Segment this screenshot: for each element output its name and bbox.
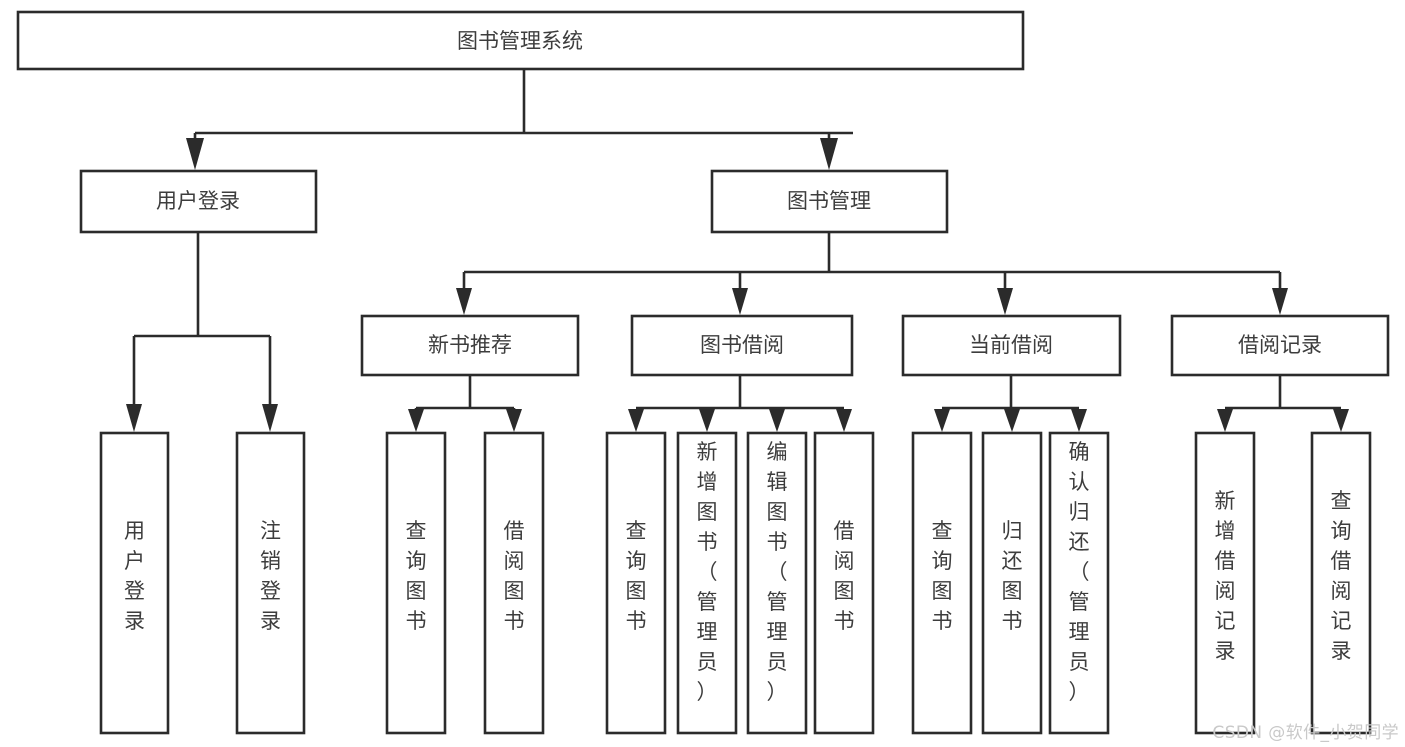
node-leaf-query-book-3-box[interactable] xyxy=(911,431,973,735)
node-leaf-borrow-book-1-box[interactable] xyxy=(483,431,545,735)
node-leaf-add-book[interactable]: 新增图书（管理员） xyxy=(676,431,738,735)
connector-group-user-login xyxy=(126,232,278,432)
node-leaf-user-login-label: 用户登录 xyxy=(124,519,145,633)
arrow-head-icon xyxy=(732,288,748,315)
node-user-login-label: 用户登录 xyxy=(156,189,240,213)
arrow-head-icon xyxy=(1071,409,1087,432)
node-leaf-add-book-box[interactable] xyxy=(676,431,738,735)
node-leaf-query-record-label: 查询借阅记录 xyxy=(1331,489,1352,663)
node-leaf-query-book-2-box[interactable] xyxy=(605,431,667,735)
node-leaf-borrow-book-2-box[interactable] xyxy=(813,431,875,735)
node-leaf-query-book-2-label: 查询图书 xyxy=(626,519,647,633)
node-leaf-confirm-return-label: 确认归还（管理员） xyxy=(1069,440,1090,704)
node-leaf-edit-book-box[interactable] xyxy=(746,431,808,735)
node-leaf-user-login[interactable]: 用户登录 xyxy=(99,431,170,735)
node-new-book-recommend-box[interactable] xyxy=(360,314,580,377)
arrow-head-icon xyxy=(699,409,715,432)
arrow-head-icon xyxy=(769,409,785,432)
node-leaf-borrow-book-1-label: 借阅图书 xyxy=(504,519,525,633)
node-leaf-add-book-label: 新增图书（管理员） xyxy=(697,440,718,704)
arrow-head-icon xyxy=(408,409,424,432)
arrow-head-icon xyxy=(820,138,838,170)
node-leaf-borrow-book-1[interactable]: 借阅图书 xyxy=(483,431,545,735)
node-leaf-edit-book-label: 编辑图书（管理员） xyxy=(767,440,788,704)
node-leaf-confirm-return-box[interactable] xyxy=(1048,431,1110,735)
node-new-book-recommend-label: 新书推荐 xyxy=(428,333,512,357)
arrow-head-icon xyxy=(186,138,204,170)
node-book-borrow-box[interactable] xyxy=(630,314,854,377)
node-borrow-record-box[interactable] xyxy=(1170,314,1390,377)
connector-group-book-borrow xyxy=(628,375,852,432)
node-leaf-return-book[interactable]: 归还图书 xyxy=(981,431,1043,735)
node-book-manage[interactable]: 图书管理 xyxy=(710,169,949,234)
node-leaf-add-record-box[interactable] xyxy=(1194,431,1256,735)
arrow-head-icon xyxy=(628,409,644,432)
node-book-manage-box[interactable] xyxy=(710,169,949,234)
arrow-head-icon xyxy=(997,288,1013,315)
node-user-login[interactable]: 用户登录 xyxy=(79,169,318,234)
node-leaf-query-book-1-label: 查询图书 xyxy=(406,519,427,633)
node-leaf-query-book-2[interactable]: 查询图书 xyxy=(605,431,667,735)
arrow-head-icon xyxy=(456,288,472,315)
connector-group-book-manage xyxy=(456,232,1288,315)
node-leaf-user-login-box[interactable] xyxy=(99,431,170,735)
connector-group-borrow-record xyxy=(1217,375,1349,432)
leaf-node-layer: 用户登录 注销登录 查询图书 借阅图书 查询图书 新增图书（管理员） 编辑图书（管理员） 借阅… xyxy=(99,431,1372,735)
node-root-box[interactable] xyxy=(16,10,1025,71)
connector-group-new-book-recommend xyxy=(408,375,522,432)
node-book-borrow[interactable]: 图书借阅 xyxy=(630,314,854,377)
node-leaf-query-record[interactable]: 查询借阅记录 xyxy=(1310,431,1372,735)
node-leaf-add-record-label: 新增借阅记录 xyxy=(1215,489,1236,663)
watermark-text: CSDN @软件_小贺同学 xyxy=(1212,723,1399,743)
arrow-head-icon xyxy=(1333,409,1349,432)
node-leaf-user-logout[interactable]: 注销登录 xyxy=(235,431,306,735)
node-book-borrow-label: 图书借阅 xyxy=(700,333,784,357)
arrow-head-icon xyxy=(1004,409,1020,432)
node-borrow-record[interactable]: 借阅记录 xyxy=(1170,314,1390,377)
node-root-label: 图书管理系统 xyxy=(457,29,583,53)
node-leaf-confirm-return[interactable]: 确认归还（管理员） xyxy=(1048,431,1110,735)
connector-group-root xyxy=(186,69,853,170)
arrow-head-icon xyxy=(262,404,278,432)
node-leaf-add-record[interactable]: 新增借阅记录 xyxy=(1194,431,1256,735)
node-book-manage-label: 图书管理 xyxy=(787,189,871,213)
arrow-head-icon xyxy=(836,409,852,432)
arrow-head-icon xyxy=(1272,288,1288,315)
node-new-book-recommend[interactable]: 新书推荐 xyxy=(360,314,580,377)
node-leaf-borrow-book-2-label: 借阅图书 xyxy=(834,519,855,633)
node-leaf-edit-book[interactable]: 编辑图书（管理员） xyxy=(746,431,808,735)
node-leaf-query-book-3-label: 查询图书 xyxy=(932,519,953,633)
arrow-head-icon xyxy=(934,409,950,432)
node-root[interactable]: 图书管理系统 xyxy=(16,10,1025,71)
arrow-head-icon xyxy=(506,409,522,432)
node-leaf-query-record-box[interactable] xyxy=(1310,431,1372,735)
node-leaf-return-book-label: 归还图书 xyxy=(1002,519,1023,633)
node-leaf-query-book-3[interactable]: 查询图书 xyxy=(911,431,973,735)
node-current-borrow-box[interactable] xyxy=(901,314,1122,377)
node-current-borrow-label: 当前借阅 xyxy=(969,333,1053,357)
arrow-head-icon xyxy=(126,404,142,432)
node-leaf-return-book-box[interactable] xyxy=(981,431,1043,735)
arrow-head-icon xyxy=(1217,409,1233,432)
node-leaf-user-logout-box[interactable] xyxy=(235,431,306,735)
node-leaf-query-book-1[interactable]: 查询图书 xyxy=(385,431,447,735)
node-leaf-query-book-1-box[interactable] xyxy=(385,431,447,735)
node-borrow-record-label: 借阅记录 xyxy=(1238,333,1322,357)
node-user-login-box[interactable] xyxy=(79,169,318,234)
connector-group-current-borrow xyxy=(934,375,1087,432)
node-current-borrow[interactable]: 当前借阅 xyxy=(901,314,1122,377)
node-leaf-user-logout-label: 注销登录 xyxy=(260,519,281,633)
node-leaf-borrow-book-2[interactable]: 借阅图书 xyxy=(813,431,875,735)
